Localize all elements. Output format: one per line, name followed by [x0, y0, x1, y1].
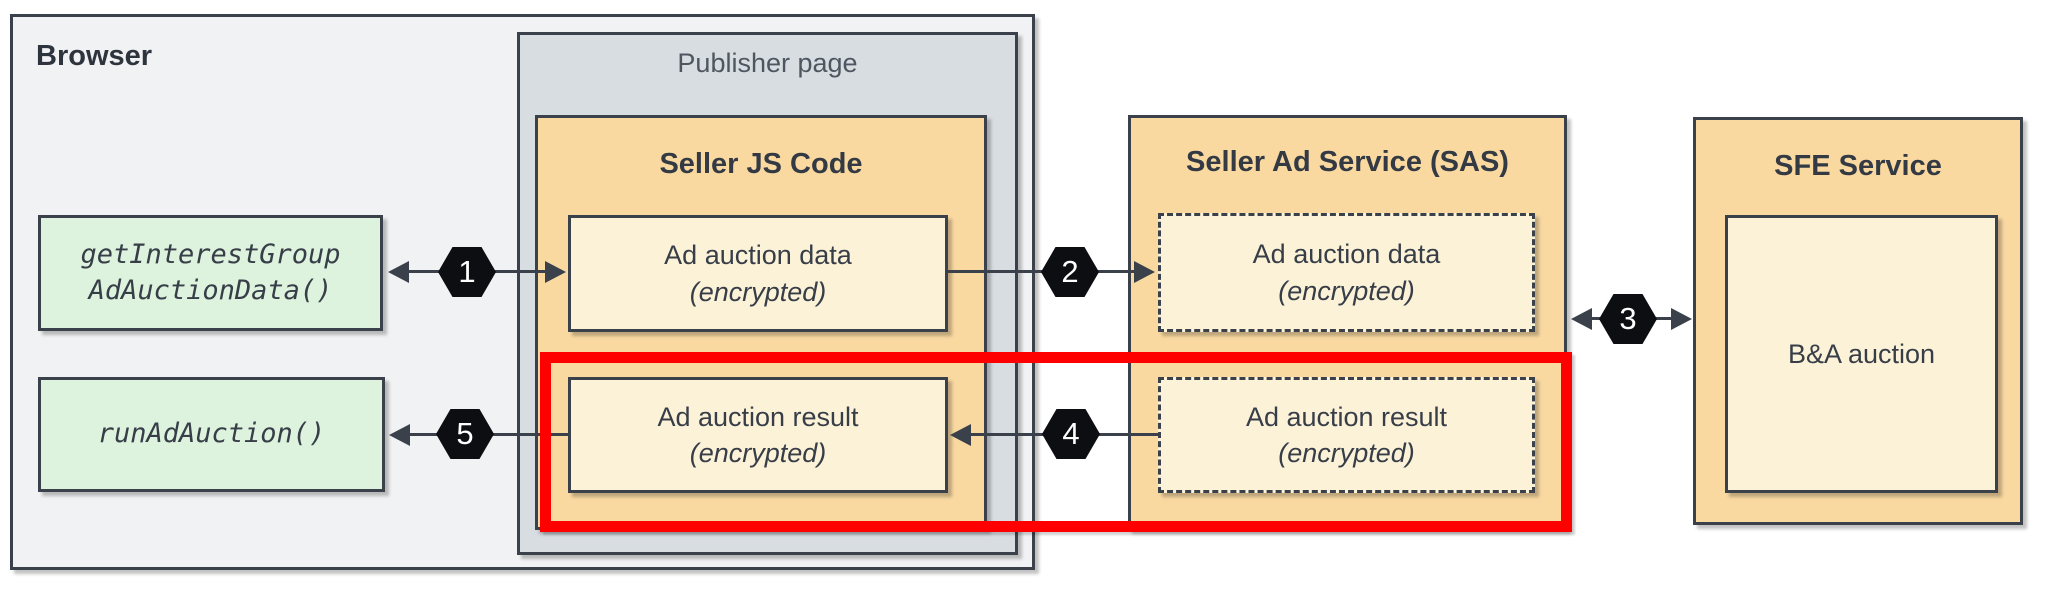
arrow-step5-left-head: [389, 424, 410, 446]
get-interest-group-ad-auction-data-node: getInterestGroup AdAuctionData(): [38, 215, 383, 331]
arrow-step2-right-head: [1134, 261, 1155, 283]
arrow-step1-right-head: [545, 261, 566, 283]
arrow-step3-right-head: [1671, 308, 1692, 330]
node-label: Ad auction data: [1252, 239, 1441, 270]
arrow-step3-left-head: [1571, 308, 1592, 330]
node-label: B&A auction: [1787, 338, 1936, 369]
seller-js-ad-auction-result-node: Ad auction result (encrypted): [568, 377, 948, 493]
step-number: 1: [458, 254, 476, 289]
arrow-step1-left-head: [388, 261, 409, 283]
step-badge-3: 3: [1599, 294, 1657, 344]
node-sublabel: (encrypted): [1278, 275, 1415, 306]
node-label: Ad auction result: [657, 401, 859, 432]
node-sublabel: (encrypted): [689, 276, 827, 307]
step-number: 3: [1619, 301, 1637, 336]
sas-ad-auction-data-node: Ad auction data (encrypted): [1158, 213, 1535, 332]
publisher-page-title: Publisher page: [677, 48, 858, 78]
step-number: 5: [456, 416, 474, 451]
sas-ad-auction-result-node: Ad auction result (encrypted): [1158, 377, 1535, 493]
run-ad-auction-node: runAdAuction(): [38, 377, 385, 492]
step-number: 2: [1061, 254, 1079, 289]
step-badge-2: 2: [1041, 247, 1099, 297]
highlight-rectangle: [540, 352, 1572, 532]
ba-auction-node: B&A auction: [1725, 215, 1998, 493]
browser-title: Browser: [36, 40, 153, 72]
api-call-line2: AdAuctionData(): [88, 275, 333, 306]
api-call-line1: getInterestGroup: [80, 238, 341, 270]
seller-ad-service-title: Seller Ad Service (SAS): [1186, 146, 1509, 178]
api-call-line1: runAdAuction(): [97, 418, 326, 450]
node-sublabel: (encrypted): [1278, 438, 1415, 468]
arrow-step4-left-head: [950, 424, 971, 446]
seller-js-code-title: Seller JS Code: [659, 148, 863, 180]
sfe-service-title: SFE Service: [1774, 150, 1942, 182]
seller-js-ad-auction-data-node: Ad auction data (encrypted): [568, 215, 948, 332]
step-number: 4: [1062, 416, 1080, 451]
node-label: Ad auction result: [1245, 401, 1448, 432]
node-sublabel: (encrypted): [689, 438, 827, 468]
node-label: Ad auction data: [664, 240, 852, 271]
